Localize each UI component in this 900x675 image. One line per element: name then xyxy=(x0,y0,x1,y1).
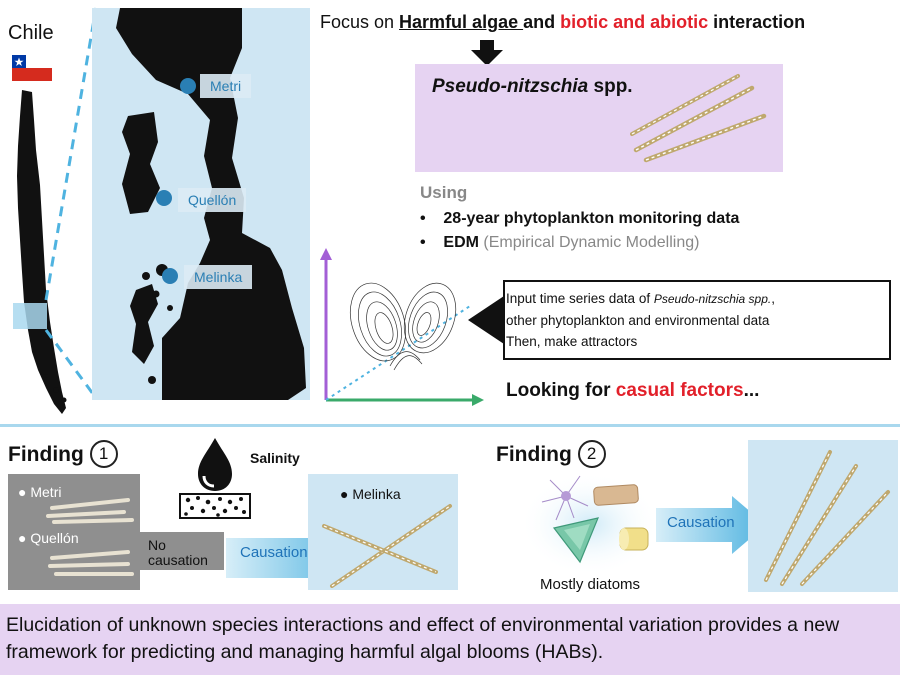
finding-1-site-melinka-text: Melinka xyxy=(352,486,401,502)
finding-2-pseudo-nitzschia-image xyxy=(764,450,890,586)
finding-1-pseudo-nitzschia-image xyxy=(322,504,452,588)
focus-and: and xyxy=(523,12,561,32)
finding-2-number: 2 xyxy=(577,440,606,468)
species-suffix: spp. xyxy=(588,76,633,97)
focus-statement: Focus on Harmful algae and biotic and ab… xyxy=(320,12,805,33)
finding-1-site-metri-text: Metri xyxy=(30,484,62,500)
callout-line-1-prefix: Input time series data of xyxy=(506,291,654,306)
using-heading: Using xyxy=(420,183,468,202)
focus-harmful-algae: Harmful algae xyxy=(399,12,524,32)
looking-highlight: casual factors xyxy=(615,380,744,401)
species-name: Pseudo-nitzschia xyxy=(432,76,589,97)
salinity-label: Salinity xyxy=(250,450,300,466)
causation-label-1: Causation xyxy=(240,544,308,561)
causation-arrow-2 xyxy=(656,496,766,554)
chile-flag-icon xyxy=(12,55,52,81)
looking-suffix: ... xyxy=(743,380,760,401)
causation-label-2: Causation xyxy=(667,514,735,531)
using-item-monitoring: • 28-year phytoplankton monitoring data xyxy=(420,210,740,227)
site-label-quellon: Quellón xyxy=(178,188,247,212)
site-label-melinka: Melinka xyxy=(184,265,253,289)
country-label: Chile xyxy=(8,22,54,44)
attractor-plot xyxy=(320,248,484,406)
section-divider xyxy=(0,424,900,427)
callout-line-1-suffix: , xyxy=(771,291,775,306)
looking-for-heading: Looking for casual factors... xyxy=(506,380,759,402)
diatom-community-image xyxy=(520,472,660,576)
down-arrow-icon xyxy=(471,40,503,66)
callout-text: Input time series data of Pseudo-nitzsch… xyxy=(506,288,886,352)
focus-prefix: Focus on xyxy=(320,12,400,32)
mostly-diatoms-label: Mostly diatoms xyxy=(540,576,641,593)
site-marker-quellon xyxy=(156,190,172,206)
using-item-monitoring-text: 28-year phytoplankton monitoring data xyxy=(443,210,740,227)
finding-1-heading: Finding 1 xyxy=(8,440,118,468)
finding-1-label: Finding xyxy=(8,443,90,466)
site-marker-metri xyxy=(180,78,196,94)
callout-line-3: Then, make attractors xyxy=(506,334,638,349)
finding-1-site-melinka: ● Melinka xyxy=(340,486,401,502)
z-axis xyxy=(325,305,471,401)
using-item-edm-main: EDM xyxy=(443,234,479,251)
conclusion-band xyxy=(0,604,900,675)
focus-biotic-abiotic: biotic and abiotic xyxy=(560,12,709,32)
no-causation-label: No causation xyxy=(148,537,208,568)
finding-1-diatom-cells-image xyxy=(46,498,134,576)
salinity-icon xyxy=(179,438,251,519)
zoom-lines xyxy=(44,7,98,399)
no-causation-tab xyxy=(140,532,224,570)
finding-2-label: Finding xyxy=(496,443,578,466)
pseudo-nitzschia-cells-image xyxy=(630,74,767,163)
focus-suffix: interaction xyxy=(708,12,806,32)
zoomed-coastline-panel: Metri Quellón Melinka xyxy=(92,8,310,400)
conclusion-text: Elucidation of unknown species interacti… xyxy=(6,614,840,663)
callout-line-1: Input time series data of Pseudo-nitzsch… xyxy=(506,288,886,310)
callout-line-2: other phytoplankton and environmental da… xyxy=(506,313,770,328)
finding-1-number: 1 xyxy=(89,440,118,468)
using-item-edm-detail: (Empirical Dynamic Modelling) xyxy=(478,234,700,251)
finding-2-heading: Finding 2 xyxy=(496,440,606,468)
lorenz-attractor-image xyxy=(350,282,457,371)
finding-1-site-metri: ● Metri xyxy=(18,484,62,500)
zoom-region-marker xyxy=(13,303,47,329)
species-title: Pseudo-nitzschia spp. xyxy=(432,76,633,98)
looking-prefix: Looking for xyxy=(506,380,616,401)
callout-box xyxy=(468,280,891,360)
no-causation-sites-box xyxy=(8,474,140,590)
chile-map xyxy=(13,90,67,414)
using-item-edm: • EDM (Empirical Dynamic Modelling) xyxy=(420,234,700,251)
site-label-metri: Metri xyxy=(200,74,252,98)
site-marker-melinka xyxy=(162,268,178,284)
species-box xyxy=(415,64,783,172)
finding-1-site-quellon: ● Quellón xyxy=(18,530,79,546)
finding-1-site-quellon-text: Quellón xyxy=(30,530,79,546)
callout-species: Pseudo-nitzschia spp. xyxy=(653,292,772,306)
